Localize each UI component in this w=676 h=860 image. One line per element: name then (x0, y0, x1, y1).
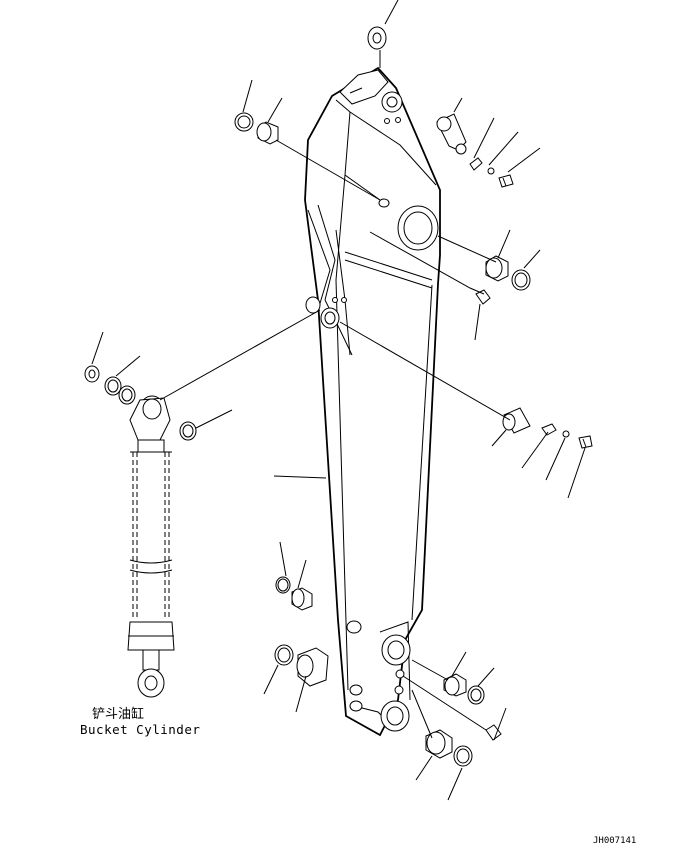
arm-top-bracket (339, 69, 403, 124)
seal-ring-icon (104, 376, 136, 405)
washer-icon (367, 26, 387, 50)
bolt-icon (578, 435, 593, 449)
grease-fitting-icon (485, 724, 502, 741)
arm-bucket-boss (349, 634, 411, 732)
bushing-icon (485, 255, 509, 282)
arm-boom-boss (378, 198, 439, 251)
seal-ring-icon (179, 421, 197, 441)
seal-ring-icon (234, 112, 254, 132)
seal-ring-icon (275, 576, 291, 594)
bushing-icon (425, 729, 453, 759)
pin-icon (436, 113, 467, 155)
grease-fitting-icon (475, 289, 491, 305)
cylinder-label-cn: 铲斗油缸 (92, 706, 144, 722)
seal-ring-icon (511, 269, 531, 291)
bushing-icon (291, 587, 313, 611)
pin-icon (502, 407, 531, 434)
bolt-icon (498, 174, 514, 188)
washer-icon (562, 430, 570, 438)
seal-ring-icon (453, 745, 473, 767)
bushing-icon (443, 673, 467, 697)
cylinder-label-en: Bucket Cylinder (80, 722, 200, 737)
bushing-icon (296, 647, 329, 687)
bushing-icon (256, 121, 279, 145)
arm-cylinder-bracket (305, 296, 347, 329)
lock-plate-icon (469, 157, 483, 171)
bucket-cylinder (127, 395, 175, 698)
washer-icon (487, 167, 495, 175)
seal-ring-icon (274, 644, 294, 666)
seal-ring-icon (467, 685, 485, 705)
washer-icon (84, 365, 100, 383)
drawing-code: JH007141 (593, 836, 636, 846)
lock-plate-icon (541, 423, 557, 436)
leader-lines (91, 0, 586, 801)
